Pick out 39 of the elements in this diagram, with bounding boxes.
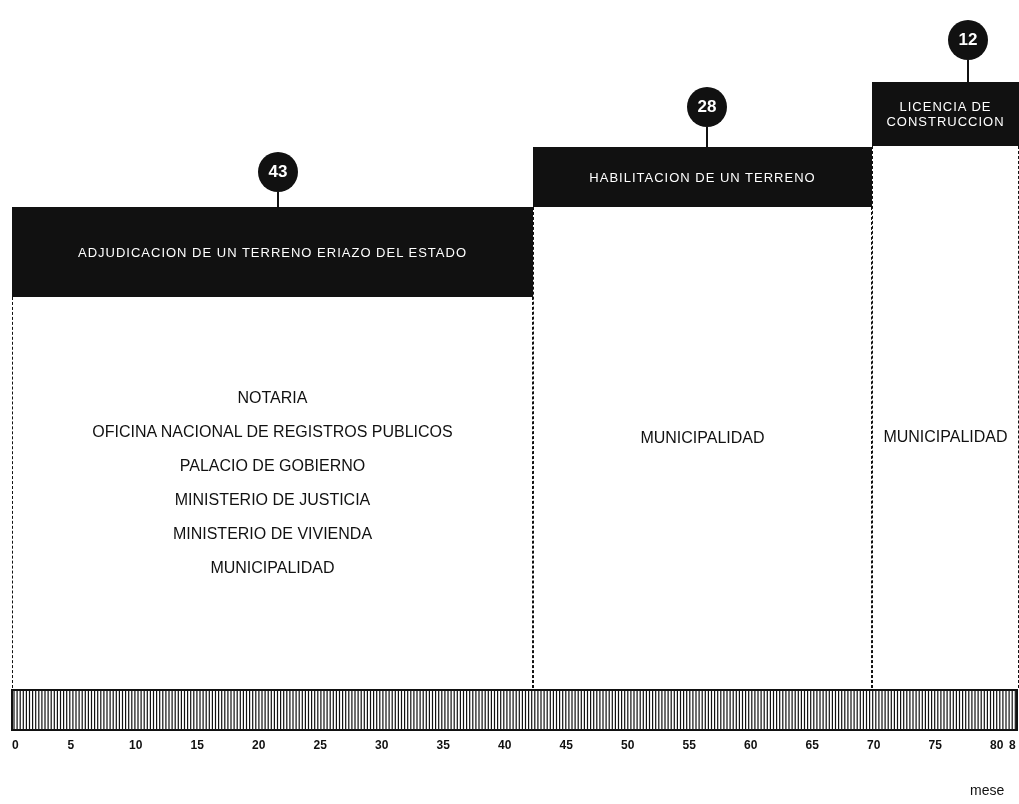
agency-column <box>12 297 533 688</box>
tick-label: 35 <box>436 738 450 752</box>
tick-label: 0 <box>12 738 19 752</box>
tick-label: 65 <box>805 738 819 752</box>
number-circle: 12 <box>948 20 988 60</box>
connector-line <box>277 191 279 208</box>
tick-label: 75 <box>928 738 942 752</box>
tick-label: 40 <box>498 738 512 752</box>
tick-label: 20 <box>252 738 266 752</box>
tick-label: 50 <box>621 738 635 752</box>
agency-name: MUNICIPALIDAD <box>210 558 335 577</box>
number-circle: 28 <box>687 87 727 127</box>
tick-label: 5 <box>67 738 75 752</box>
agency-name: MUNICIPALIDAD <box>883 428 1008 446</box>
agency-name: PALACIO DE GOBIERNO <box>179 456 366 475</box>
agency-name: NOTARIA <box>237 388 308 407</box>
agency-name: OFICINA NACIONAL DE REGISTROS PUBLICOS <box>92 422 453 441</box>
stage-header: ADJUDICACION DE UN TERRENO ERIAZO DEL ESTADO <box>12 207 533 297</box>
agency-name: MINISTERIO DE JUSTICIA <box>174 490 371 509</box>
tick-label: 70 <box>867 738 881 752</box>
stage-header: LICENCIA DE CONSTRUCCION <box>872 82 1019 146</box>
tick-label: 25 <box>313 738 327 752</box>
agency-column <box>533 207 872 688</box>
tick-label: 80 <box>990 738 1004 752</box>
number-circle: 43 <box>258 152 298 192</box>
tick-label: 30 <box>375 738 389 752</box>
tick-label: 15 <box>190 738 204 752</box>
connector-line <box>706 126 708 148</box>
agency-name: MUNICIPALIDAD <box>640 428 765 447</box>
agency-name: MINISTERIO DE VIVIENDA <box>172 524 373 543</box>
connector-line <box>967 59 969 83</box>
tick-label: 45 <box>559 738 573 752</box>
agency-column <box>872 146 1019 688</box>
tick-label: 55 <box>682 738 696 752</box>
tick-label: 8 <box>1009 738 1016 752</box>
stage-header: HABILITACION DE UN TERRENO <box>533 147 872 207</box>
tick-label: 10 <box>129 738 143 752</box>
axis-unit: mese <box>970 782 1005 798</box>
tick-label: 60 <box>744 738 758 752</box>
